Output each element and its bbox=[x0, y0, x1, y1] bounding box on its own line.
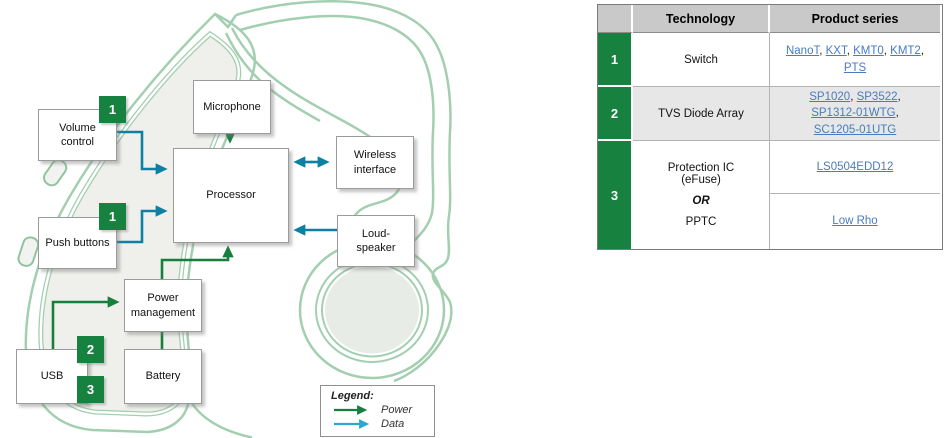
table-header-corner bbox=[598, 5, 633, 33]
node-push-buttons-label: Push buttons bbox=[45, 236, 110, 249]
table-row2-products: SP1020, SP3522, SP1312-01WTG, SC1205-01U… bbox=[770, 87, 940, 141]
product-link-pts[interactable]: PTS bbox=[843, 61, 867, 74]
node-wireless-interface: Wireless interface bbox=[336, 136, 414, 189]
node-wireless-interface-label: Wireless interface bbox=[353, 149, 397, 176]
node-loudspeaker: Loud-speaker bbox=[337, 215, 415, 267]
node-usb-label: USB bbox=[40, 370, 64, 383]
node-processor-label: Processor bbox=[206, 189, 256, 202]
node-usb: USB bbox=[16, 349, 88, 404]
legend-title: Legend: bbox=[331, 390, 374, 402]
node-microphone: Microphone bbox=[193, 80, 271, 134]
data-arrows bbox=[115, 130, 337, 244]
data-arrow-icon bbox=[334, 419, 370, 429]
badge-3-usb: 3 bbox=[77, 376, 104, 403]
product-link-kmt2[interactable]: KMT2 bbox=[890, 44, 921, 57]
product-link-sp3522[interactable]: SP3522 bbox=[856, 90, 898, 103]
node-battery: Battery bbox=[124, 349, 202, 404]
node-processor: Processor bbox=[173, 148, 289, 243]
table-header-product-series: Product series bbox=[770, 5, 940, 33]
node-power-management: Power management bbox=[124, 279, 202, 332]
power-arrow-icon bbox=[334, 405, 368, 415]
product-table: Technology Product series 1 Switch NanoT… bbox=[597, 4, 943, 250]
node-battery-label: Battery bbox=[145, 370, 181, 383]
product-link-sp1020[interactable]: SP1020 bbox=[809, 90, 851, 103]
legend-data-row: Data bbox=[332, 417, 434, 431]
node-microphone-label: Microphone bbox=[203, 100, 261, 113]
table-row3-technology-line2: PPTC bbox=[685, 216, 717, 228]
legend-power-label: Power bbox=[381, 404, 413, 416]
product-link-kmt0[interactable]: KMT0 bbox=[853, 44, 884, 57]
table-row2-technology: TVS Diode Array bbox=[633, 87, 770, 141]
node-volume-control-label: Volume control bbox=[59, 121, 96, 148]
table-row3-technology-or: OR bbox=[692, 195, 710, 207]
table-row1-technology: Switch bbox=[633, 33, 770, 87]
badge-2-usb: 2 bbox=[77, 336, 104, 363]
table-row1-products: NanoT, KXT, KMT0, KMT2, PTS bbox=[770, 33, 940, 87]
table-row3-number: 3 bbox=[598, 141, 633, 249]
table-row3-technology-line1: Protection IC (eFuse) bbox=[667, 162, 735, 186]
product-link-ls0504edd12[interactable]: LS0504EDD12 bbox=[816, 160, 894, 173]
table-row2-number: 2 bbox=[598, 87, 633, 141]
legend-box: Legend: Power Data bbox=[320, 385, 435, 437]
table-row3-technology: Protection IC (eFuse) OR PPTC bbox=[633, 141, 770, 249]
product-link-sc1205-01utg[interactable]: SC1205-01UTG bbox=[813, 123, 897, 136]
table-row1-number: 1 bbox=[598, 33, 633, 87]
badge-1-push: 1 bbox=[99, 203, 126, 230]
table-row3-products-top: LS0504EDD12 bbox=[770, 141, 940, 194]
product-link-sp1312-01wtg[interactable]: SP1312-01WTG bbox=[811, 107, 896, 120]
table-header-technology: Technology bbox=[633, 5, 770, 33]
table-row3-products-bottom: Low Rho bbox=[770, 194, 940, 249]
legend-data-label: Data bbox=[381, 418, 405, 430]
product-link-nanot[interactable]: NanoT bbox=[785, 44, 820, 57]
legend-power-row: Power bbox=[332, 403, 434, 417]
node-loudspeaker-label: Loud-speaker bbox=[356, 227, 396, 254]
product-link-low rho[interactable]: Low Rho bbox=[832, 215, 878, 228]
product-link-kxt[interactable]: KXT bbox=[825, 44, 847, 57]
node-power-management-label: Power management bbox=[130, 292, 196, 319]
badge-1-volume: 1 bbox=[99, 96, 126, 123]
headphone-edge-buttons bbox=[17, 159, 68, 267]
